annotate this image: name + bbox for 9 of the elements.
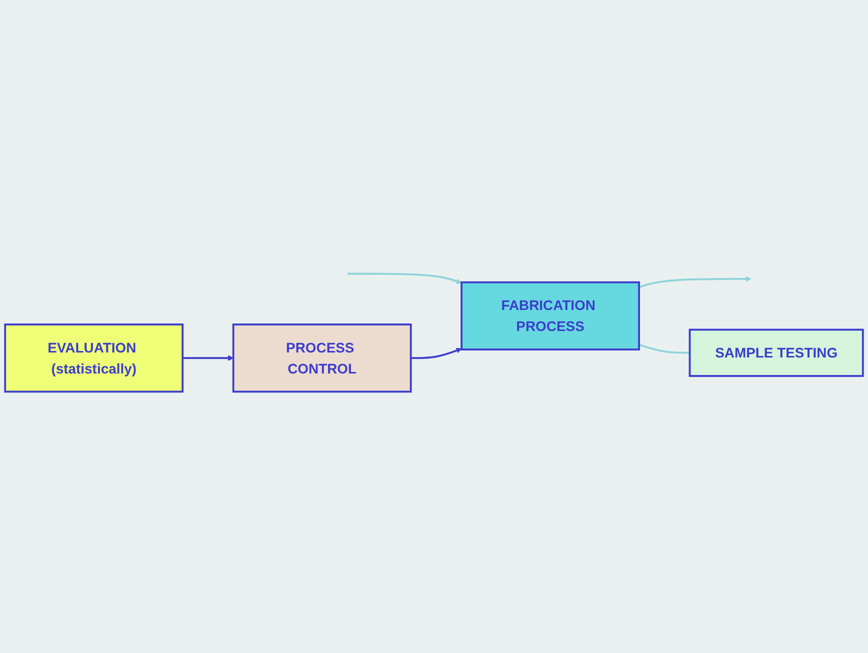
arrow [410, 348, 462, 360]
connector [638, 344, 690, 354]
node-box: PROCESS CONTROL [232, 324, 412, 393]
arrow [347, 272, 462, 284]
arrow [182, 355, 234, 361]
node-box: FABRICATION PROCESS [460, 281, 640, 351]
node-box: SAMPLE TESTING [688, 328, 864, 378]
node-box: EVALUATION (statistically) [4, 324, 184, 393]
arrow [638, 276, 752, 288]
